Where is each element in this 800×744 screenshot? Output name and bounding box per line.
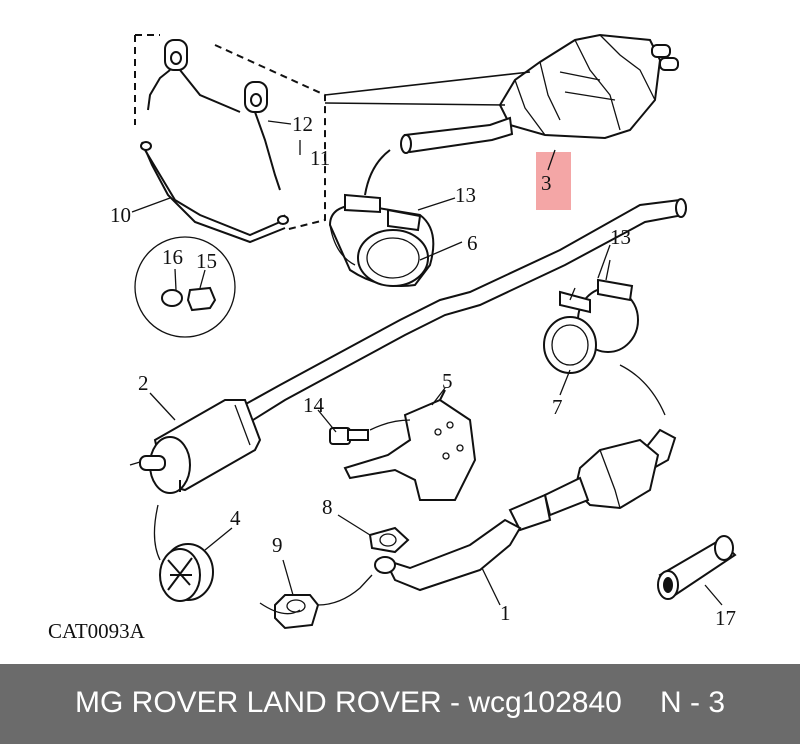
front-pipe-catalyst-part-1[interactable] bbox=[374, 428, 677, 592]
rubber-mounting-part-4[interactable] bbox=[153, 504, 214, 602]
front-silencer-part-2[interactable] bbox=[129, 399, 262, 494]
callout-15: 15 bbox=[196, 249, 217, 273]
callout-1: 1 bbox=[500, 601, 511, 625]
footer-bar: MG ROVER LAND ROVER - wcg102840 N - 3 bbox=[0, 664, 800, 744]
callout-4: 4 bbox=[230, 506, 241, 530]
mounting-bracket-part-10[interactable] bbox=[140, 141, 289, 244]
callout-17: 17 bbox=[715, 606, 736, 630]
callout-3-highlight bbox=[536, 152, 571, 210]
callout-6: 6 bbox=[467, 231, 478, 255]
clamp-part-7[interactable] bbox=[543, 259, 639, 374]
callout-10: 10 bbox=[110, 203, 131, 227]
intermediate-pipe[interactable] bbox=[233, 198, 687, 427]
callout-9: 9 bbox=[272, 533, 283, 557]
gasket-part-8[interactable] bbox=[368, 526, 410, 554]
callout-8: 8 bbox=[322, 495, 333, 519]
rubber-mounting-part-12[interactable] bbox=[147, 39, 281, 191]
exploded-parts-diagram: 1 2 3 4 5 6 7 8 9 10 11 12 13 13 14 15 1… bbox=[48, 33, 737, 643]
washer-part-16[interactable] bbox=[161, 289, 183, 307]
footer-page-number: N - 3 bbox=[660, 686, 726, 719]
sleeve-part-17[interactable] bbox=[657, 535, 737, 600]
callout-14: 14 bbox=[303, 393, 325, 417]
rear-silencer-part-3[interactable] bbox=[400, 33, 679, 154]
leader-lines bbox=[131, 120, 723, 606]
callout-13-upper: 13 bbox=[455, 183, 476, 207]
connector-arcs bbox=[259, 364, 666, 615]
callout-11: 11 bbox=[310, 146, 330, 170]
inset-detail-circle bbox=[134, 236, 236, 338]
plug-part-15[interactable] bbox=[186, 286, 217, 312]
callout-16: 16 bbox=[162, 245, 183, 269]
hanger-bracket-part-5[interactable] bbox=[343, 389, 477, 501]
mounting-bracket-group bbox=[134, 34, 531, 231]
callout-3: 3 bbox=[541, 171, 552, 195]
callout-12: 12 bbox=[292, 112, 313, 136]
clamp-part-6[interactable] bbox=[328, 149, 435, 287]
callout-7: 7 bbox=[552, 395, 563, 419]
callout-13-lower: 13 bbox=[610, 225, 631, 249]
callout-2: 2 bbox=[138, 371, 149, 395]
bolt-part-14[interactable] bbox=[329, 419, 411, 445]
footer-title: MG ROVER LAND ROVER - wcg102840 bbox=[75, 686, 622, 719]
catalog-code: CAT0093A bbox=[48, 619, 146, 643]
callout-5: 5 bbox=[442, 369, 453, 393]
